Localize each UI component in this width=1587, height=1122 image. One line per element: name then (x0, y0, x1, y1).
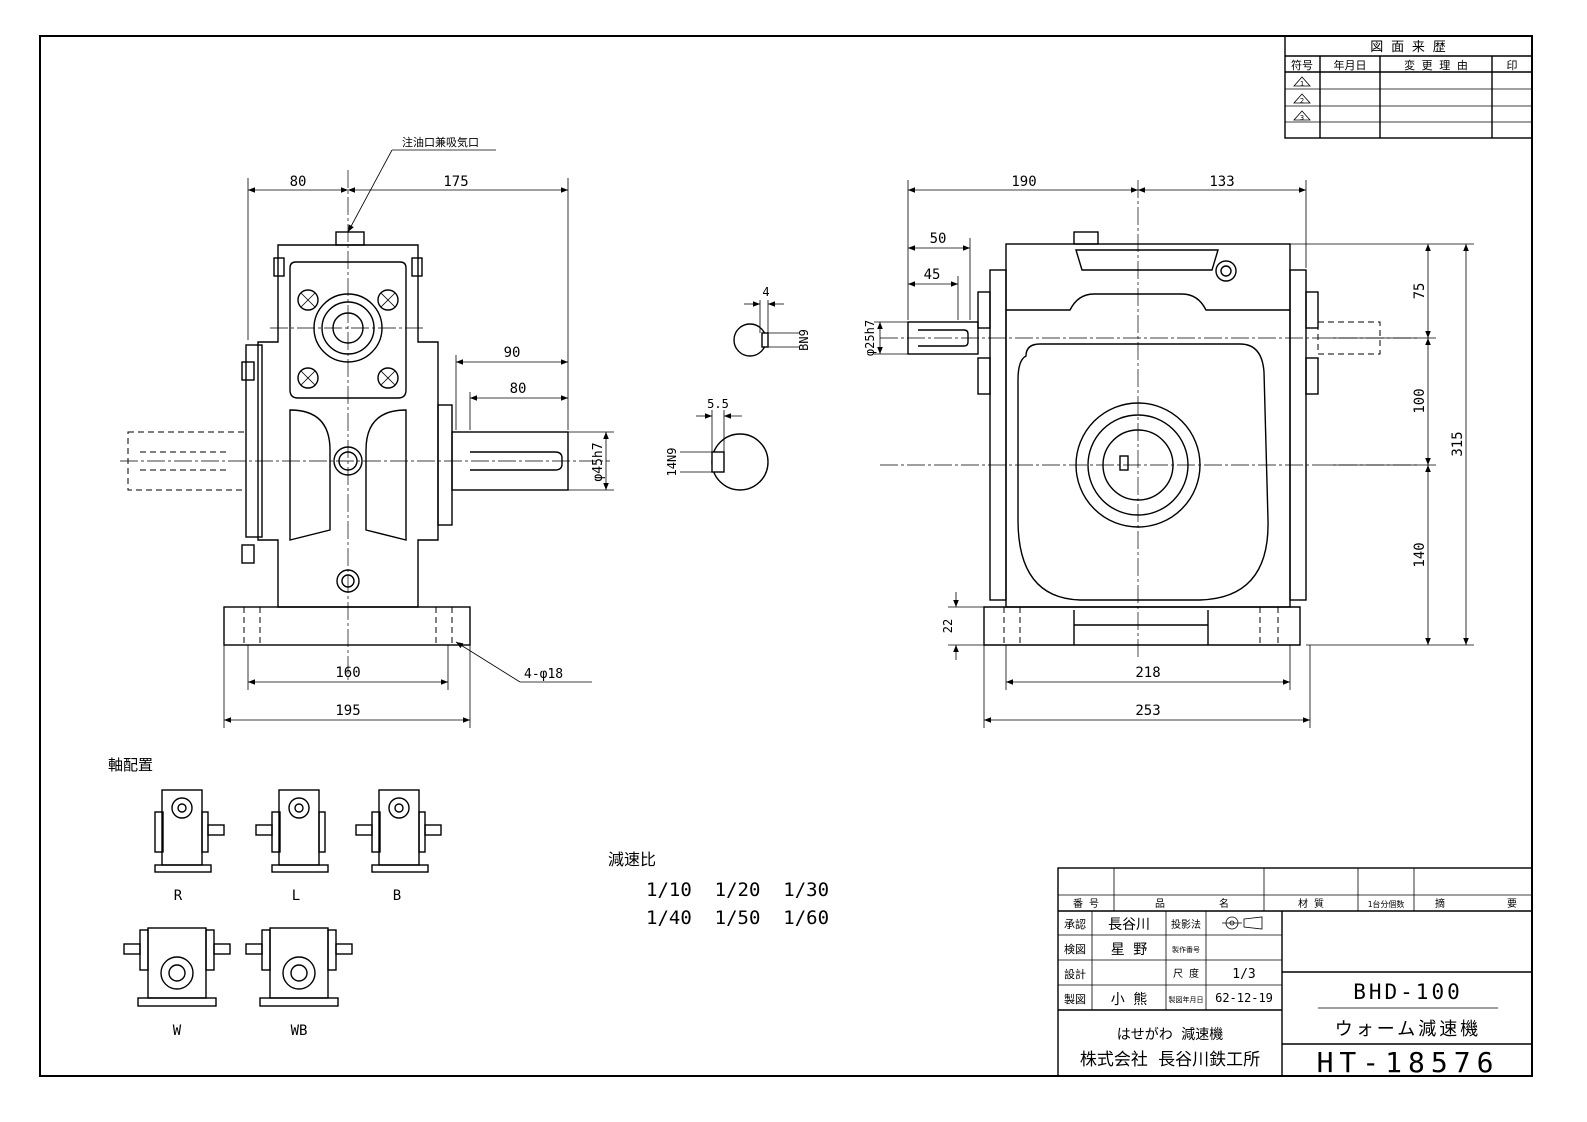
dim-side-190: 190 (1011, 174, 1036, 190)
rev-mark-2: 2 (1293, 93, 1311, 105)
side-bearing-outer (1075, 402, 1201, 528)
side-base (983, 606, 1301, 646)
rev-mark-1: 1 (1293, 76, 1311, 88)
scale-value: 1/3 (1232, 967, 1255, 982)
arrangement-label-R: R (174, 888, 183, 904)
rev-header-mark: 符号 (1291, 59, 1313, 72)
svg-text:3: 3 (1300, 114, 1304, 122)
revision-title: 図 面 来 歴 (1370, 40, 1445, 55)
arrangement-L: L (255, 789, 329, 904)
dim-side-45: 45 (924, 267, 941, 283)
projection-label: 投影法 (1171, 918, 1201, 931)
drawing-number: HT-18576 (1317, 1046, 1500, 1079)
arrangement-B: B (355, 789, 442, 904)
parts-header-name2: 名 (1219, 897, 1229, 910)
svg-text:1: 1 (1300, 80, 1304, 88)
dim-front-80-top: 80 (290, 174, 307, 190)
dim-side-133: 133 (1209, 174, 1234, 190)
arrangement-R: R (154, 789, 225, 904)
serial-label: 製作番号 (1172, 945, 1200, 954)
dim-key-5-5: 5.5 (707, 397, 729, 411)
svg-text:2: 2 (1300, 97, 1304, 105)
parts-header-name1: 品 (1155, 898, 1165, 910)
dim-holes-label: 4-φ18 (524, 667, 563, 682)
draw-label: 製図 (1064, 992, 1086, 1006)
side-view (880, 180, 1420, 660)
date-label: 製図年月日 (1169, 995, 1204, 1004)
dim-side-75: 75 (1412, 283, 1428, 300)
dim-key-14n9: 14N9 (665, 448, 679, 477)
dim-front-160: 160 (335, 665, 360, 681)
arrangement-W: W (123, 927, 231, 1039)
dim-front-195: 195 (335, 703, 360, 719)
side-input-shaft (907, 321, 979, 355)
front-output-shaft (451, 431, 569, 491)
approve-label: 承認 (1064, 917, 1086, 931)
brand-name: はせがわ 減速機 (1117, 1026, 1223, 1043)
model-name: BHD-100 (1353, 980, 1463, 1004)
dim-front-80: 80 (510, 381, 527, 397)
shaft-arrangement-title: 軸配置 (108, 756, 153, 774)
rev-header-date: 年月日 (1334, 58, 1367, 72)
projection-symbol-icon (1222, 916, 1263, 930)
title-block: 番 号 品 名 材 質 1台分個数 摘 要 承認 長谷川 検図 星 野 設計 製… (1057, 867, 1533, 1079)
dim-side-100: 100 (1412, 388, 1428, 413)
ratios-row-2: 1/40 1/50 1/60 (646, 907, 829, 929)
rev-mark-3: 3 (1293, 110, 1311, 122)
key-detail-small: 4 BN9 (733, 285, 811, 357)
product-name: ウォーム減速機 (1335, 1019, 1481, 1040)
shaft-arrangement: 軸配置 R L B (108, 756, 442, 1039)
parts-header-note1: 摘 (1435, 897, 1445, 910)
scale-label: 尺 度 (1173, 967, 1199, 980)
parts-header-qty: 1台分個数 (1368, 899, 1405, 909)
dim-side-218: 218 (1135, 665, 1160, 681)
dim-side-315: 315 (1450, 431, 1466, 456)
ratios-title: 減速比 (608, 850, 656, 869)
rev-header-reason: 変 更 理 由 (1404, 58, 1468, 72)
reduction-ratios: 減速比 1/10 1/20 1/30 1/40 1/50 1/60 (608, 850, 829, 929)
revision-table: 図 面 来 歴 符号 年月日 変 更 理 由 印 1 2 3 (1284, 35, 1533, 139)
dim-side-22: 22 (941, 619, 955, 633)
dim-side-253: 253 (1135, 703, 1160, 719)
check-label: 検図 (1064, 942, 1086, 956)
dim-front-175: 175 (443, 174, 468, 190)
front-base (223, 606, 471, 646)
parts-header-no: 番 号 (1073, 898, 1099, 910)
dim-front-phi45h7: φ45h7 (591, 442, 606, 481)
front-view (120, 170, 610, 680)
draw-name: 小 熊 (1111, 992, 1147, 1008)
date-value: 62-12-19 (1215, 991, 1273, 1005)
parts-header-note2: 要 (1507, 898, 1517, 910)
dim-side-140: 140 (1412, 542, 1428, 567)
front-housing (257, 244, 439, 608)
design-label: 設計 (1064, 967, 1086, 981)
parts-header-material: 材 質 (1298, 897, 1324, 910)
arrangement-label-L: L (292, 888, 300, 904)
sheet-border (39, 35, 1533, 1077)
check-name: 星 野 (1111, 942, 1147, 958)
dim-front-90: 90 (504, 345, 521, 361)
ratios-row-1: 1/10 1/20 1/30 (646, 879, 829, 901)
front-bearing-outer (313, 293, 383, 363)
rev-header-seal: 印 (1507, 59, 1518, 72)
arrangement-label-W: W (173, 1023, 182, 1039)
side-dimensions: 190 133 50 45 φ25h7 75 100 140 315 22 (863, 174, 1474, 728)
dim-side-50: 50 (930, 231, 947, 247)
side-housing (1005, 243, 1291, 608)
approve-name: 長谷川 (1108, 917, 1150, 933)
dim-key-bn9: BN9 (797, 329, 811, 351)
arrangement-label-WB: WB (291, 1023, 308, 1039)
key-detail-large: 5.5 14N9 (665, 397, 769, 491)
arrangement-WB: WB (245, 927, 353, 1039)
company-name: 株式会社 長谷川鉄工所 (1080, 1050, 1260, 1070)
front-bolts (297, 289, 399, 389)
dim-side-phi25h7: φ25h7 (863, 320, 877, 356)
oil-port-label: 注油口兼吸気口 (402, 135, 479, 149)
front-dimensions: 80 175 90 80 φ45h7 160 195 4-φ18 注油口兼吸気口 (223, 135, 614, 728)
arrangement-label-B: B (393, 888, 401, 904)
dim-key-4: 4 (762, 285, 769, 299)
